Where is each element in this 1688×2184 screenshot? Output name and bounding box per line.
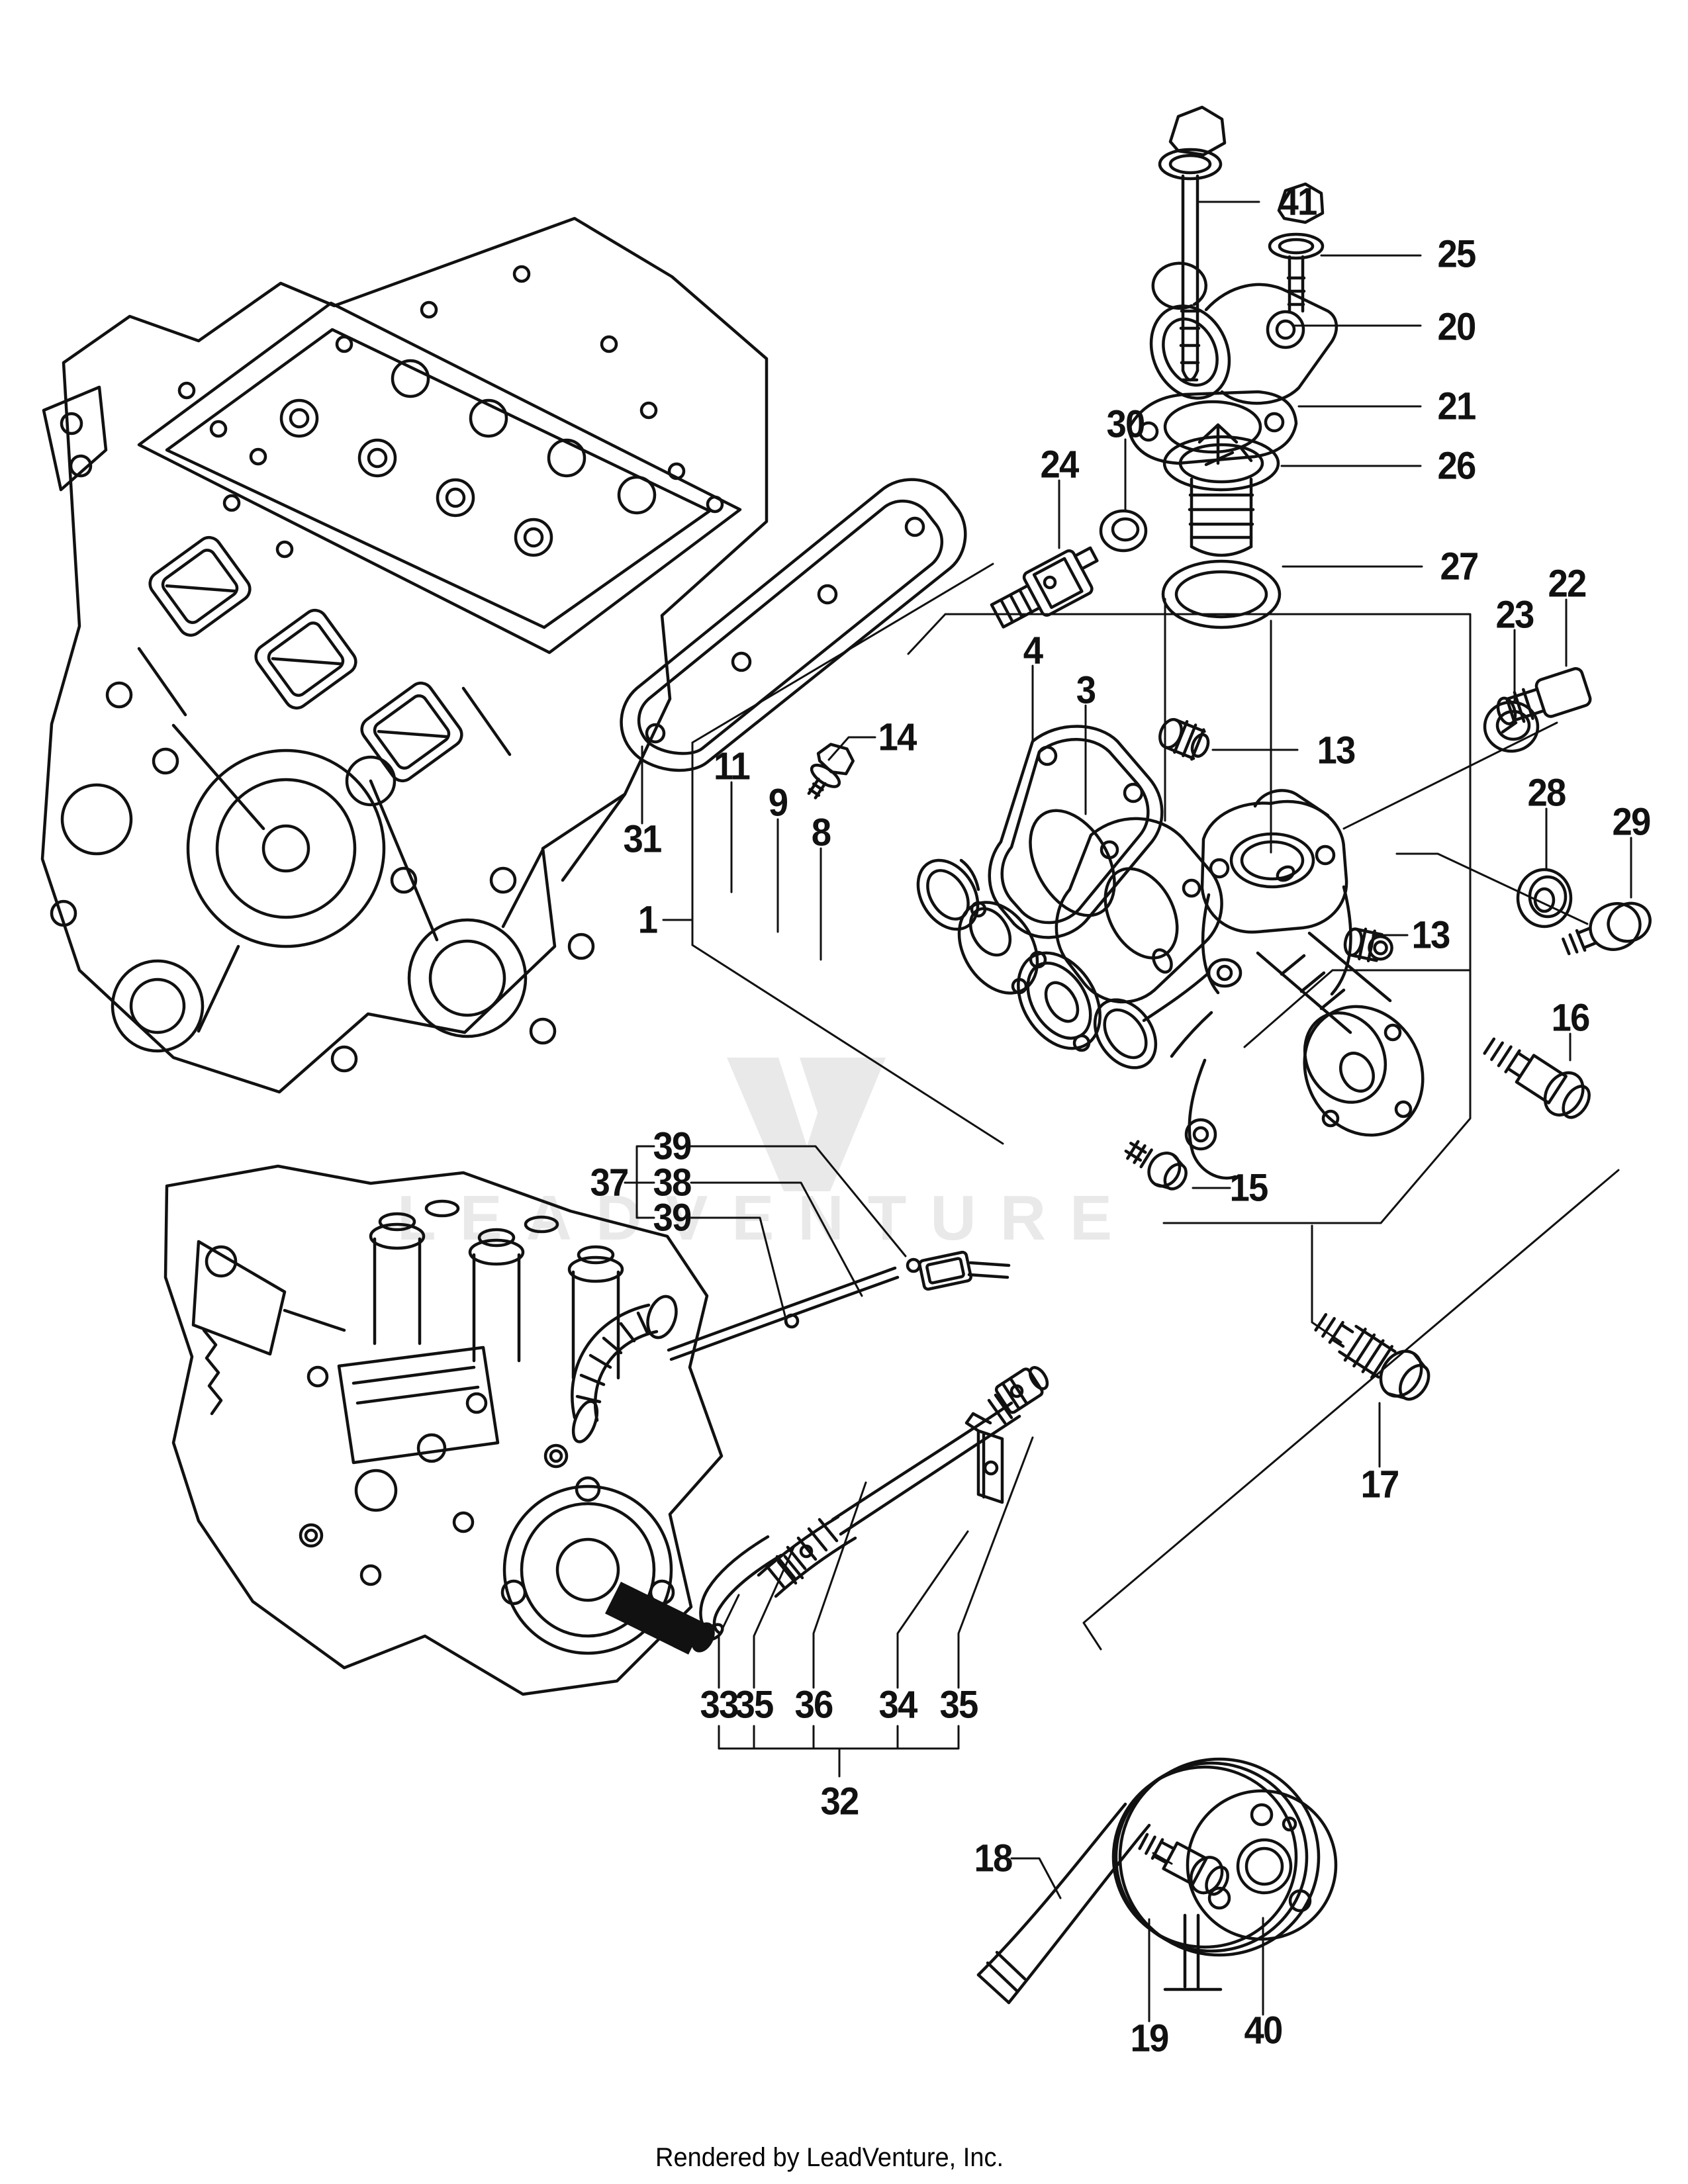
part-callout-22: 22 <box>1548 562 1587 606</box>
part-callout-35: 35 <box>939 1683 979 1727</box>
part-callout-30: 30 <box>1106 402 1146 446</box>
part-callout-4: 4 <box>1023 629 1043 672</box>
part-callout-37: 37 <box>590 1161 630 1205</box>
water-flange-parts-drawing <box>807 743 1102 1052</box>
part-callout-32: 32 <box>820 1780 860 1823</box>
part-callout-23: 23 <box>1495 593 1535 637</box>
part-callout-24: 24 <box>1040 443 1080 486</box>
part-callout-39: 39 <box>653 1196 692 1240</box>
part-callout-21: 21 <box>1437 385 1477 428</box>
part-callout-41: 41 <box>1278 180 1318 224</box>
part-callout-13: 13 <box>1317 729 1356 772</box>
part-callout-28: 28 <box>1527 771 1567 815</box>
part-callout-16: 16 <box>1551 996 1591 1040</box>
part-callout-18: 18 <box>974 1837 1013 1880</box>
part-callout-3: 3 <box>1076 668 1096 712</box>
part-callout-17: 17 <box>1360 1463 1400 1506</box>
part-callout-29: 29 <box>1612 800 1652 844</box>
callout-leader-lines <box>624 201 1632 2023</box>
water-pump-housing-drawing <box>988 717 1425 1191</box>
part-callout-14: 14 <box>878 715 917 759</box>
part-callout-25: 25 <box>1437 232 1477 276</box>
bypass-hose-drawing <box>667 1250 1011 1361</box>
part-callout-15: 15 <box>1229 1166 1269 1210</box>
injection-pump-drawing <box>164 1164 724 1696</box>
part-callout-27: 27 <box>1440 545 1479 588</box>
part-callout-33: 33 <box>700 1683 739 1727</box>
part-callout-40: 40 <box>1244 2009 1284 2052</box>
part-callout-13: 13 <box>1411 913 1451 957</box>
part-callout-26: 26 <box>1437 444 1477 488</box>
part-callout-1: 1 <box>637 898 658 942</box>
part-callout-9: 9 <box>768 781 788 825</box>
thermostat-stack-parts <box>990 105 1592 753</box>
right-side-fasteners-drawing <box>1314 868 1652 1401</box>
part-callout-19: 19 <box>1130 2017 1170 2060</box>
backing-plate-31-drawing <box>620 478 967 772</box>
part-callout-39: 39 <box>653 1124 692 1168</box>
part-callout-8: 8 <box>811 811 831 854</box>
part-callout-38: 38 <box>653 1161 692 1205</box>
part-callout-20: 20 <box>1437 305 1477 349</box>
pulley-belt-drawing <box>976 1757 1338 2005</box>
group-box-lines <box>691 563 1620 1651</box>
leadventure-logo-watermark <box>727 1058 886 1191</box>
part-callout-11: 11 <box>714 745 751 788</box>
part-callout-35: 35 <box>735 1683 774 1727</box>
part-callout-34: 34 <box>878 1683 918 1727</box>
footer-credit: Rendered by LeadVenture, Inc. <box>655 2143 1004 2172</box>
part-callout-36: 36 <box>794 1683 834 1727</box>
part-callout-31: 31 <box>623 817 663 861</box>
engine-block-drawing <box>40 216 769 1094</box>
